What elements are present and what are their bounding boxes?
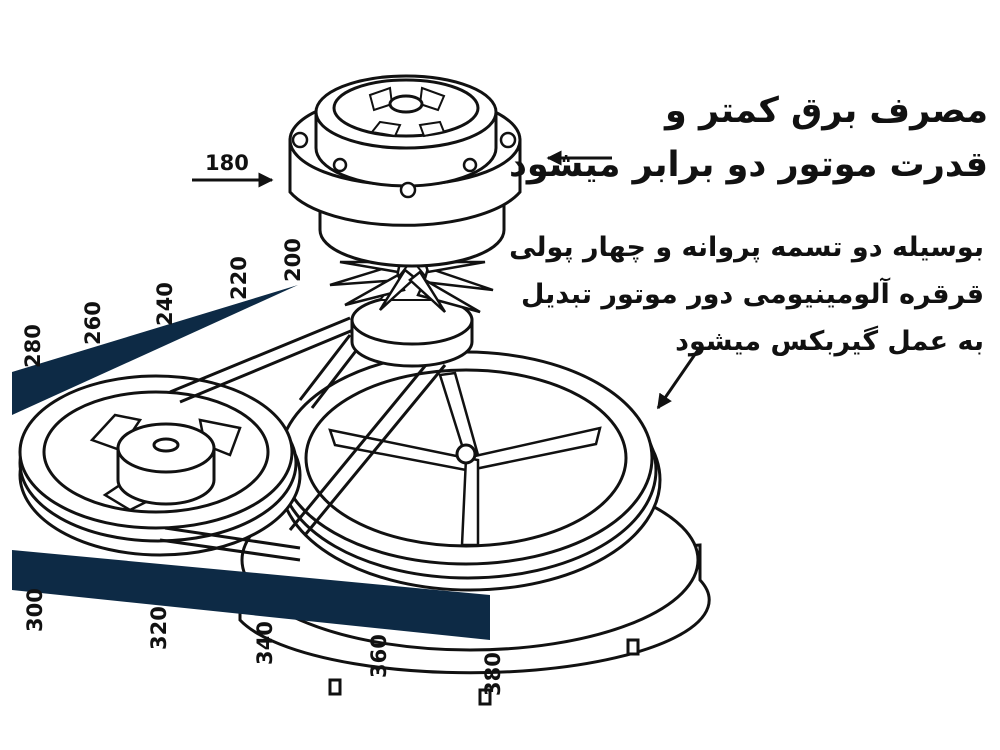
electric-motor [288, 74, 522, 368]
upper-scale-label: 260 [81, 301, 105, 345]
description-line: بوسیله دو تسمه پروانه و چهار پولی [509, 232, 984, 263]
upper-scale-label: 200 [281, 238, 305, 282]
upper-scale-label: 280 [21, 324, 45, 368]
lower-scale-bar [12, 550, 490, 640]
headline-line: مصرف برق کمتر و [665, 91, 988, 131]
description-arrow [656, 349, 700, 410]
headline-text: مصرف برق کمتر و قدرت موتور دو برابر میشو… [509, 84, 988, 192]
large-pulley [278, 350, 662, 592]
lower-scale-label: 320 [147, 606, 171, 650]
headline-line: قدرت موتور دو برابر میشود [508, 145, 988, 185]
cooling-fan [329, 260, 494, 314]
lower-scale-label: 380 [481, 652, 505, 696]
description-line: به عمل گیربکس میشود [675, 326, 984, 357]
motor-speed-label: 180 [205, 151, 249, 175]
description-line: قرقره آلومینیومی دور موتور تبدیل [521, 279, 984, 310]
small-pulley [18, 374, 302, 557]
drive-belts [159, 316, 447, 562]
lower-scale-label: 340 [253, 621, 277, 665]
upper-scale-label: 240 [153, 282, 177, 326]
upper-scale-bar [12, 285, 298, 415]
lower-scale-label: 360 [367, 634, 391, 678]
lower-scale-label: 300 [23, 588, 47, 632]
description-text: بوسیله دو تسمه پروانه و چهار پولی قرقره … [509, 224, 984, 365]
upper-scale-label: 220 [227, 256, 251, 300]
motor-bolts [291, 131, 517, 199]
